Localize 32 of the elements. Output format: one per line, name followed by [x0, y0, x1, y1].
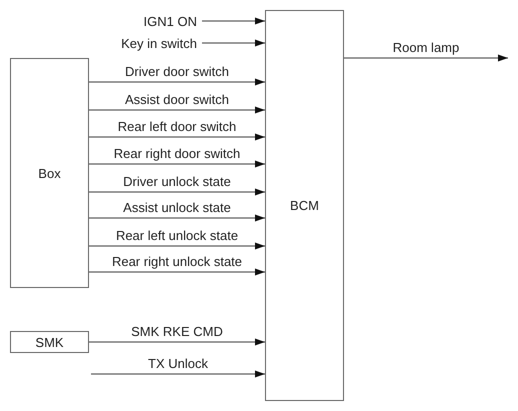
edge-label: Assist door switch [124, 92, 230, 107]
module-name: Box [38, 166, 61, 180]
edge-label: Driver door switch [124, 64, 230, 79]
arrow [89, 78, 265, 86]
arrow [89, 214, 265, 222]
arrow [202, 18, 265, 24]
arrow [89, 188, 265, 196]
arrow [89, 338, 265, 346]
edge-label: Rear left unlock state [114, 228, 240, 243]
edge-label: Rear right door switch [112, 146, 242, 161]
module-box [265, 10, 344, 401]
module-box [10, 58, 89, 288]
edge-label: Room lamp [392, 40, 460, 55]
edge-label: Rear right unlock state [110, 254, 244, 269]
signal-name: IGN1 ON [144, 14, 197, 28]
arrow [89, 160, 265, 168]
arrow [91, 370, 265, 378]
module-name: SMK [35, 334, 64, 350]
module-name: BCM [290, 198, 319, 213]
arrow [344, 54, 508, 62]
module-box [10, 331, 89, 353]
arrow [89, 106, 265, 114]
edge-label: Driver unlock state [122, 174, 232, 189]
edge-label: SMK RKE CMD [130, 324, 224, 339]
signal-name: Key in switch [121, 36, 197, 50]
edge-label: Rear left door switch [116, 119, 238, 134]
arrow [202, 40, 265, 46]
arrow [89, 268, 265, 276]
edge-label: TX Unlock [147, 356, 209, 371]
arrow [89, 134, 265, 140]
edge-label: Assist unlock state [122, 200, 232, 215]
arrow [89, 242, 265, 250]
